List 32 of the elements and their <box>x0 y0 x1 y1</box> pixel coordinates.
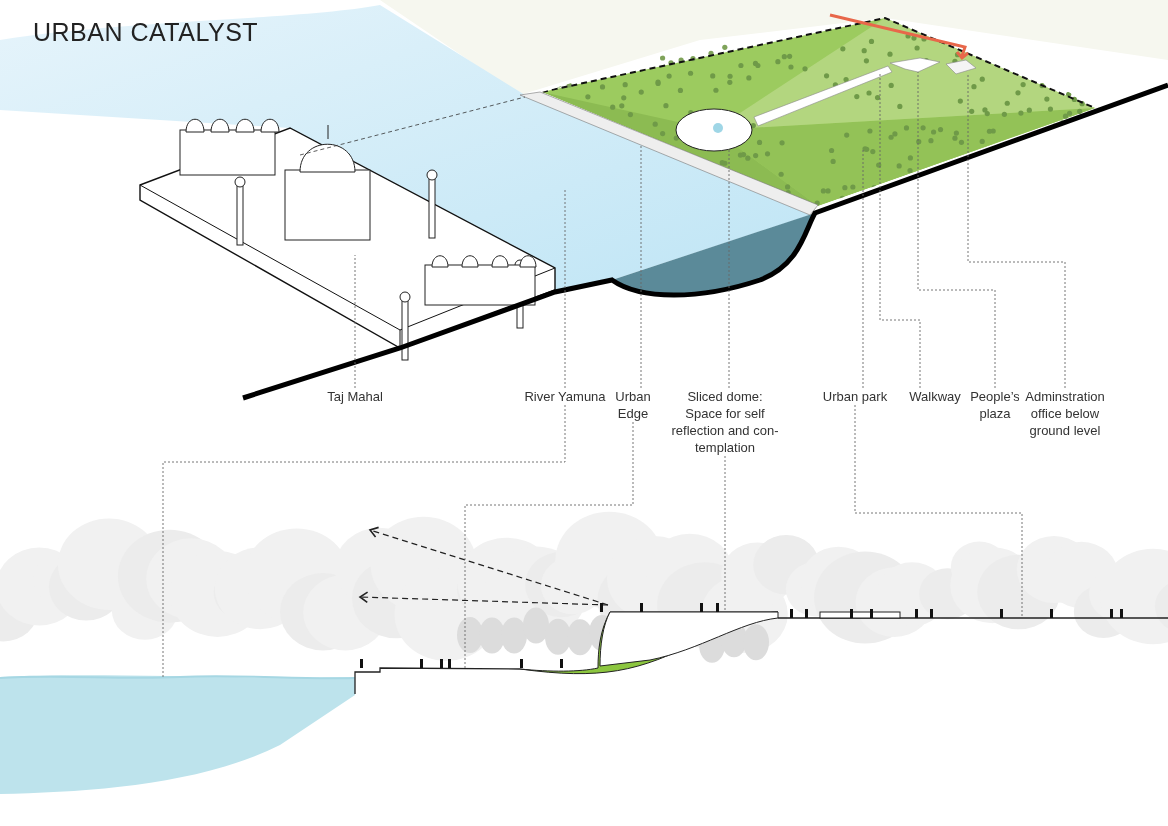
plaza-area <box>889 57 941 73</box>
leader-line <box>354 254 356 389</box>
leader-line <box>917 71 996 389</box>
callout-label: Walkway <box>908 388 962 405</box>
callout-label: Sliced dome: <box>686 388 764 405</box>
callout-label: River Yamuna <box>523 388 607 405</box>
leader-line <box>854 404 1023 618</box>
office-block <box>945 59 977 75</box>
riverfront-promenade <box>519 91 819 216</box>
title: URBAN CATALYST <box>33 18 259 47</box>
sliced-dome-section <box>519 611 779 675</box>
walkway-strip <box>753 65 893 127</box>
riverbank-ground-line <box>354 667 521 695</box>
callout-label: People’s plaza <box>969 388 1021 422</box>
river-water-section <box>0 675 355 794</box>
callout-label: Taj Mahal <box>326 388 384 405</box>
leader-line <box>464 421 634 669</box>
callout-label: Space for self reflection and con-templation <box>670 405 780 456</box>
leader-line <box>879 73 921 389</box>
callout-label: Adminstration office below ground level <box>1024 388 1106 439</box>
taj-mahal-drawing <box>139 118 556 361</box>
leader-line <box>862 149 864 389</box>
sliced-dome-drawing <box>675 108 753 152</box>
leader-line <box>967 72 1066 389</box>
callout-label: Urban Edge <box>614 388 652 422</box>
leader-line <box>724 455 726 613</box>
leader-line <box>728 149 730 389</box>
leader-line <box>564 189 566 389</box>
park-ground-line <box>777 611 1168 619</box>
callout-label: Urban park <box>821 388 889 405</box>
leader-line <box>640 145 642 389</box>
leader-line <box>162 404 566 680</box>
